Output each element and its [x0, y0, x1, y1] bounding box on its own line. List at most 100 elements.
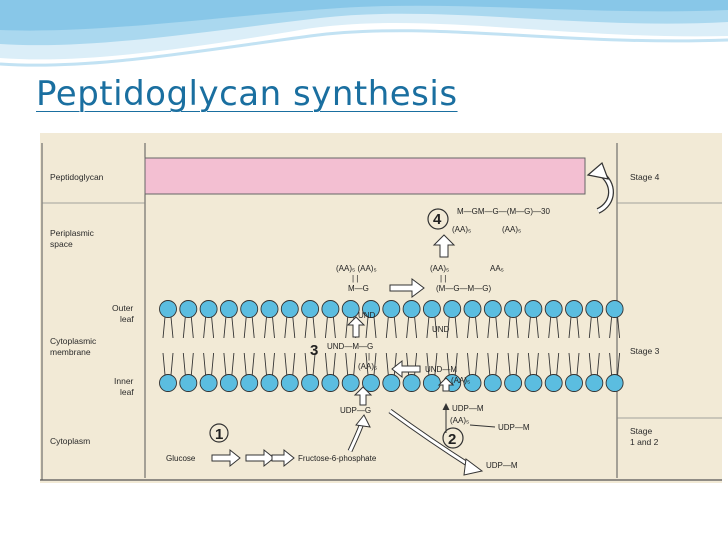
lipid-tail-inner: [487, 352, 499, 376]
arrow-up-stage4: [432, 234, 456, 258]
right-bars: | |: [440, 274, 446, 283]
lipid-head-outer: [260, 300, 279, 318]
label-inner-leaf: leaf: [120, 387, 134, 397]
label-periplasmic: Periplasmic: [50, 228, 95, 238]
lipid-head-outer: [240, 300, 259, 318]
lipid-tail-outer: [548, 316, 560, 339]
lipid-tail-outer: [385, 316, 397, 339]
label-space: space: [50, 239, 73, 249]
arrow-up-membrane: [346, 316, 366, 338]
label-stage12: Stage: [630, 426, 652, 436]
arrow-fructose-up-inner: [348, 422, 364, 452]
lipid-head-inner: [179, 374, 198, 392]
lipid-head-inner: [219, 374, 238, 392]
arrow-glucose-2: [245, 448, 275, 468]
hand-circle-2: [442, 427, 464, 449]
curved-arrow-stage4-head: [586, 161, 609, 180]
lipid-tail-inner: [527, 352, 539, 376]
lipid-tail-outer: [223, 316, 235, 339]
lipid-tail-outer: [264, 316, 275, 339]
lipid-head-outer: [422, 300, 441, 318]
lipid-tail-inner: [203, 352, 215, 376]
lipid-head-inner: [605, 374, 624, 392]
hand-number-3: 3: [310, 342, 318, 359]
pair-bars: | |: [352, 274, 358, 283]
lipid-tail-outer: [203, 316, 215, 339]
label-stage4: Stage 4: [630, 172, 660, 182]
lipid-head-inner: [504, 374, 523, 392]
arrow-fructose-up-head: [355, 414, 371, 428]
hand-number-4: 4: [433, 211, 442, 228]
lipid-tail-outer: [507, 316, 519, 339]
hand-circle-4: [427, 208, 449, 230]
bar-mid: |: [368, 352, 370, 361]
label-peptidoglycan: Peptidoglycan: [50, 172, 104, 182]
lipid-head-outer: [382, 300, 401, 318]
lipid-head-inner: [280, 374, 299, 392]
lipid-tail-outer: [182, 316, 194, 339]
curved-arrow-udp-head: [463, 458, 484, 476]
lipid-head-outer: [605, 300, 624, 318]
chain-top: M—GM—G—(M—G)—30: [457, 207, 550, 216]
lipid-head-inner: [524, 374, 543, 392]
lipid-tail-inner: [365, 352, 377, 376]
lipid-head-outer: [301, 300, 320, 318]
lipid-tail-outer: [162, 316, 174, 339]
lipid-tail-inner: [609, 352, 621, 376]
chain-aa5-a: (AA)₅: [452, 225, 471, 234]
label-outer: Outer: [112, 303, 133, 313]
und-right: UND: [432, 325, 450, 334]
label-outer-leaf: leaf: [120, 314, 134, 324]
lipid-tail-inner: [548, 352, 560, 376]
lipid-head-inner: [321, 374, 340, 392]
lipid-head-inner: [565, 374, 583, 392]
glucose-label: Glucose: [166, 454, 196, 463]
label-membrane: membrane: [50, 347, 91, 357]
arrow-right-periplasm: [389, 278, 425, 298]
lipid-tail-inner: [467, 352, 478, 376]
udp-m3: UDP—M: [486, 461, 518, 470]
hand-circle-1: [209, 423, 229, 443]
label-stage3: Stage 3: [630, 346, 660, 356]
lipid-head-inner: [422, 374, 441, 392]
lipid-tail-outer: [527, 316, 539, 339]
mgmg-label: (M—G—M—G): [436, 284, 491, 293]
lipid-head-inner: [341, 374, 360, 392]
left-label-column: [40, 133, 145, 483]
lipid-head-inner: [544, 374, 563, 392]
lipid-tail-outer: [568, 316, 580, 339]
lipid-tail-outer: [406, 316, 418, 339]
peptidoglycan-diagram: Peptidoglycan Periplasmic space Outer le…: [40, 133, 722, 483]
aa5-mid: (AA)₅: [358, 362, 377, 371]
lipid-tail-inner: [345, 352, 357, 376]
lipid-tail-inner: [426, 352, 438, 376]
lipid-tail-outer: [284, 316, 296, 339]
lipid-tail-outer: [487, 316, 499, 339]
udp-m1: UDP—M: [452, 404, 484, 413]
right-aa2: AA₅: [490, 264, 504, 273]
lipid-head-outer: [341, 300, 360, 318]
lipid-head-inner: [483, 374, 502, 392]
label-stage12-2: 1 and 2: [630, 437, 659, 447]
arrow-udpm-right: [469, 424, 496, 428]
lipid-head-outer: [565, 300, 583, 318]
label-inner: Inner: [114, 376, 134, 386]
arrow-left-membrane: [391, 359, 421, 379]
lipid-tail-inner: [507, 352, 519, 376]
lipid-head-outer: [483, 300, 502, 318]
arrow-udpg-up: [353, 386, 373, 406]
lipid-head-outer: [280, 300, 299, 318]
lipid-tail-outer: [609, 316, 621, 339]
lipid-head-inner: [199, 374, 218, 392]
lipid-tail-inner: [162, 352, 174, 376]
lipid-head-inner: [240, 374, 259, 392]
lipid-head-inner: [585, 374, 604, 392]
lipid-tail-outer: [588, 316, 600, 339]
lipid-head-outer: [179, 300, 198, 318]
lipid-tail-outer: [365, 316, 377, 339]
und-top: UND: [358, 311, 376, 320]
lipid-bilayer: [159, 300, 624, 392]
slide-title: Peptidoglycan synthesis: [36, 74, 458, 114]
peptidoglycan-bar: [144, 157, 586, 195]
lipid-tail-outer: [304, 316, 316, 339]
